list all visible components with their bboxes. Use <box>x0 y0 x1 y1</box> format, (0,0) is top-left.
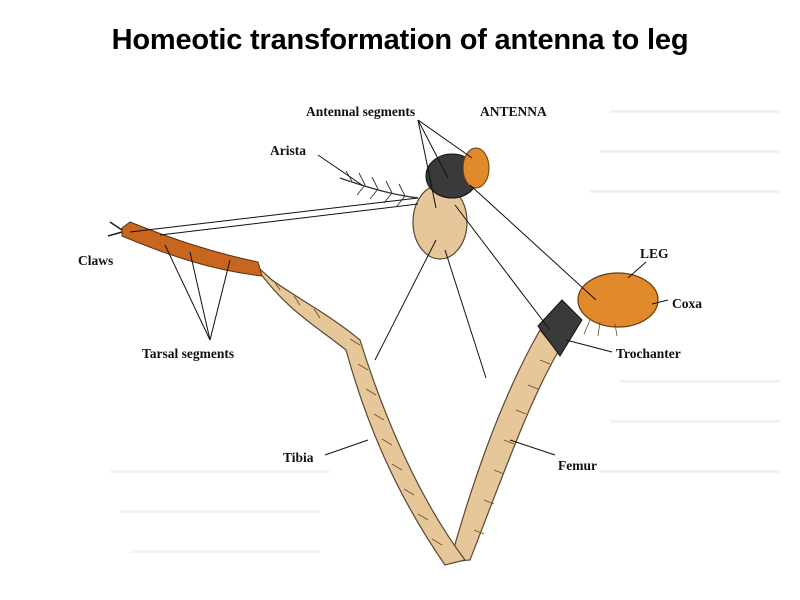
label-leg: LEG <box>640 246 669 261</box>
arista-branches <box>345 170 406 207</box>
label-trochanter: Trochanter <box>616 346 681 361</box>
trochanter-segment <box>537 299 583 357</box>
coxa-segment <box>577 272 659 328</box>
pointer-lines <box>129 119 669 456</box>
leg-hairs <box>273 280 618 546</box>
tibia-segment <box>251 261 467 566</box>
arista-shape <box>339 177 419 199</box>
label-antenna: ANTENNA <box>480 104 547 119</box>
label-antennal-segments: Antennal segments <box>306 104 415 119</box>
femur-segment <box>449 328 559 563</box>
antenna-drawing <box>339 147 490 260</box>
label-femur: Femur <box>558 458 597 473</box>
label-tibia: Tibia <box>283 450 314 465</box>
background-text-texture <box>110 110 780 553</box>
label-coxa: Coxa <box>672 296 702 311</box>
antennal-segment-first <box>462 147 490 189</box>
slide-title: Homeotic transformation of antenna to le… <box>111 24 689 56</box>
claws-shape <box>107 221 123 237</box>
label-tarsal-segments: Tarsal segments <box>142 346 234 361</box>
label-arista: Arista <box>270 143 306 158</box>
leg-drawing <box>107 221 659 566</box>
label-claws: Claws <box>78 253 113 268</box>
